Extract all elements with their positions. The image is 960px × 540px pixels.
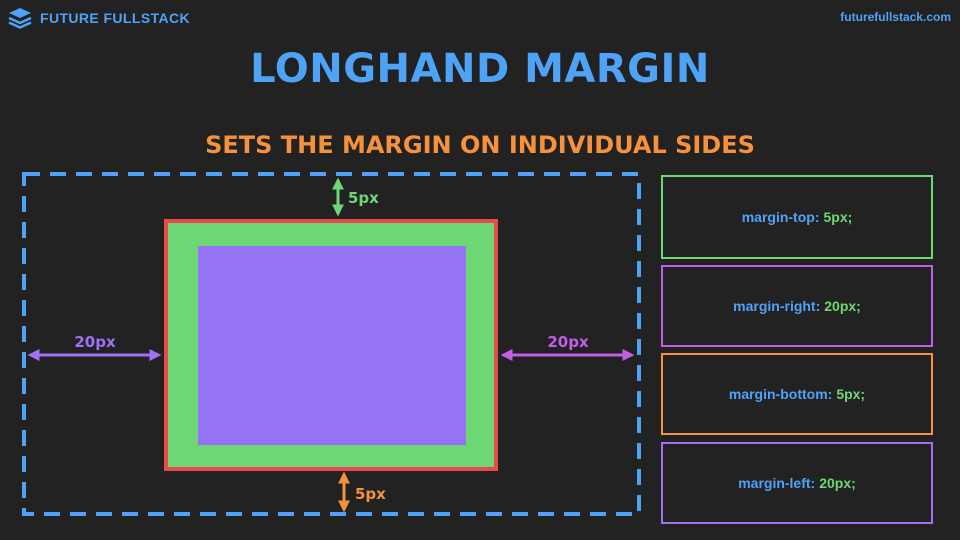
margin-right-value: 20px; — [824, 298, 861, 314]
margin-left-value: 20px; — [819, 475, 856, 491]
margin-right-property: margin-right: — [733, 298, 821, 314]
right-margin-label: 20px — [547, 333, 589, 351]
margin-bottom-property: margin-bottom: — [728, 386, 833, 402]
page-title: LONGHAND MARGIN — [250, 46, 710, 92]
layers-icon — [8, 8, 32, 29]
content-area — [198, 246, 466, 445]
margin-area-outline — [22, 172, 641, 516]
brand-name: FUTURE FULLSTACK — [40, 10, 191, 26]
margin-bottom-box: margin-bottom:5px; — [661, 353, 933, 435]
margin-top-box: margin-top:5px; — [661, 175, 933, 259]
left-margin-label: 20px — [74, 333, 116, 351]
margin-left-box: margin-left:20px; — [661, 442, 933, 524]
margin-top-value: 5px; — [823, 209, 853, 225]
page-subtitle: SETS THE MARGIN ON INDIVIDUAL SIDES — [205, 131, 755, 159]
bottom-margin-label: 5px — [355, 485, 386, 503]
margin-right-box: margin-right:20px; — [661, 265, 933, 347]
margin-left-property: margin-left: — [738, 475, 816, 491]
brand: FUTURE FULLSTACK — [8, 7, 190, 29]
margin-bottom-value: 5px; — [836, 386, 866, 402]
site-url: futurefullstack.com — [840, 10, 951, 24]
top-margin-label: 5px — [348, 189, 379, 207]
margin-top-property: margin-top: — [741, 209, 820, 225]
